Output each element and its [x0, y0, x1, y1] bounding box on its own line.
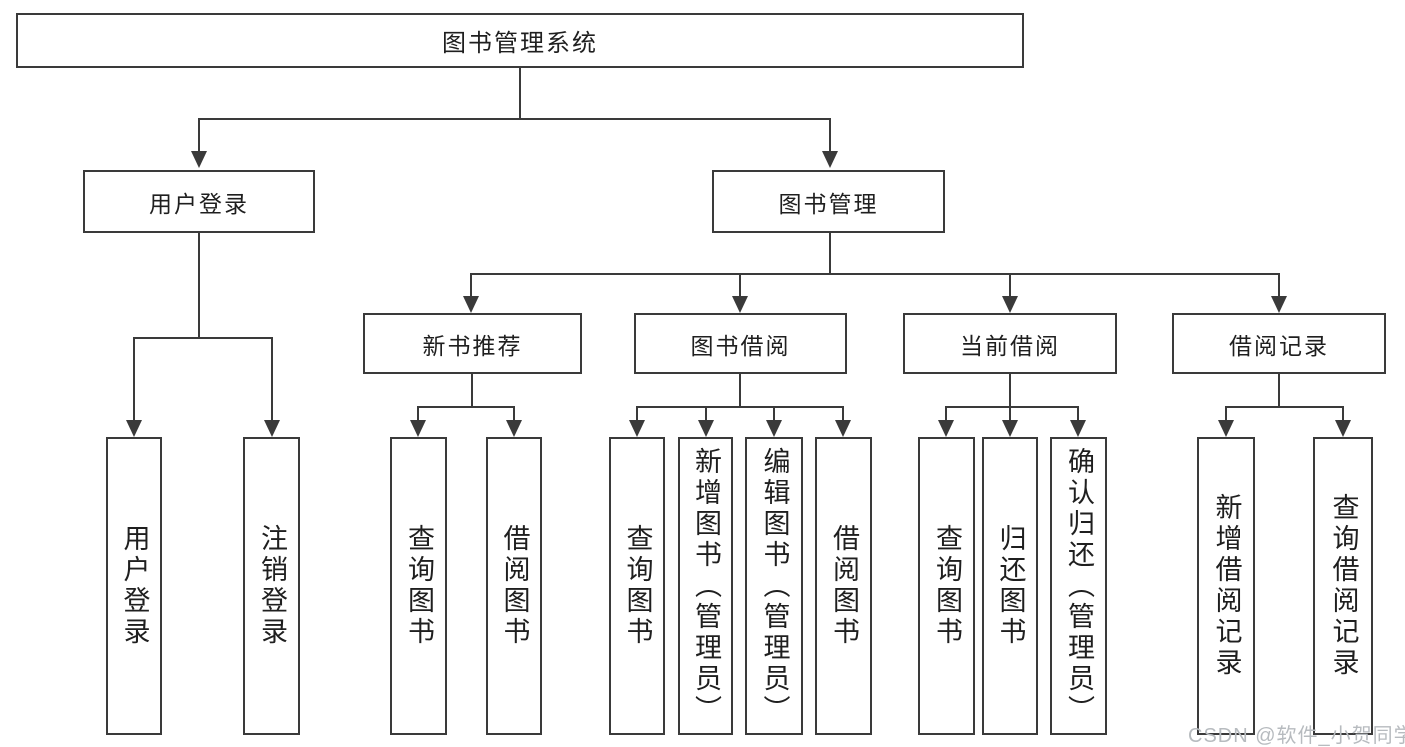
- connector-g4-stub: [1009, 374, 1011, 406]
- arrowhead-g3-4: [835, 420, 851, 437]
- connector-g3-drop3: [773, 406, 775, 421]
- arrowhead-g5-1: [1218, 420, 1234, 437]
- csdn-watermark: CSDN @软件_小贺同学: [1188, 725, 1405, 747]
- connector-g5-stub: [1278, 374, 1280, 406]
- arrowhead-g2-1: [410, 420, 426, 437]
- connector-drop-borrow-records: [1278, 273, 1280, 297]
- leaf-borrow-books-borrow: 借阅图书: [815, 437, 872, 735]
- leaf-add-book-admin: 新增图书（管理员）: [678, 437, 733, 735]
- leaf-logout: 注销登录: [243, 437, 300, 735]
- arrowhead-g4-2: [1002, 420, 1018, 437]
- connector-g2-branch: [417, 406, 515, 408]
- connector-drop-book-mgmt: [829, 118, 831, 152]
- connector-drop-current-borrow: [1009, 273, 1011, 297]
- connector-drop-book-borrow: [739, 273, 741, 297]
- leaf-query-books-current: 查询图书: [918, 437, 975, 735]
- connector-g5-branch: [1225, 406, 1344, 408]
- connector-user-login-branch: [133, 337, 273, 339]
- connector-g5-drop2: [1342, 406, 1344, 421]
- connector-drop-new-book: [470, 273, 472, 297]
- connector-drop-leaf-logout: [271, 337, 273, 421]
- connector-user-login-stub: [198, 233, 200, 337]
- arrowhead-g2-2: [506, 420, 522, 437]
- connector-book-mgmt-stub: [829, 233, 831, 273]
- arrowhead-leaf-logout: [264, 420, 280, 437]
- arrowhead-book-borrow: [732, 296, 748, 313]
- connector-drop-user-login: [198, 118, 200, 152]
- connector-g4-branch: [945, 406, 1079, 408]
- arrowhead-new-book: [463, 296, 479, 313]
- leaf-query-borrow-record: 查询借阅记录: [1313, 437, 1373, 735]
- arrowhead-g4-3: [1070, 420, 1086, 437]
- node-book-management: 图书管理: [712, 170, 945, 233]
- node-new-book-recommend: 新书推荐: [363, 313, 582, 374]
- connector-g4-drop3: [1077, 406, 1079, 421]
- node-current-borrow: 当前借阅: [903, 313, 1117, 374]
- connector-g3-drop1: [636, 406, 638, 421]
- connector-g3-branch: [636, 406, 844, 408]
- leaf-edit-book-admin: 编辑图书（管理员）: [745, 437, 803, 735]
- leaf-return-book: 归还图书: [982, 437, 1038, 735]
- connector-g2-drop1: [417, 406, 419, 421]
- leaf-confirm-return-admin: 确认归还（管理员）: [1050, 437, 1107, 735]
- connector-g3-drop4: [842, 406, 844, 421]
- connector-g3-drop2: [705, 406, 707, 421]
- arrowhead-current-borrow: [1002, 296, 1018, 313]
- connector-drop-leaf-user-login: [133, 337, 135, 421]
- connector-g4-drop2: [1009, 406, 1011, 421]
- connector-g3-stub: [739, 374, 741, 406]
- node-book-borrow: 图书借阅: [634, 313, 847, 374]
- arrowhead-book-mgmt: [822, 151, 838, 168]
- node-borrow-records: 借阅记录: [1172, 313, 1386, 374]
- arrowhead-g5-2: [1335, 420, 1351, 437]
- leaf-borrow-books-recommend: 借阅图书: [486, 437, 542, 735]
- arrowhead-g3-1: [629, 420, 645, 437]
- arrowhead-g4-1: [938, 420, 954, 437]
- connector-level2-branch: [198, 118, 831, 120]
- node-root: 图书管理系统: [16, 13, 1024, 68]
- leaf-query-books-recommend: 查询图书: [390, 437, 447, 735]
- leaf-query-books-borrow: 查询图书: [609, 437, 665, 735]
- connector-g2-drop2: [513, 406, 515, 421]
- connector-level3-branch: [470, 273, 1280, 275]
- connector-g2-stub: [471, 374, 473, 406]
- node-user-login-group: 用户登录: [83, 170, 315, 233]
- leaf-add-borrow-record: 新增借阅记录: [1197, 437, 1255, 735]
- connector-g5-drop1: [1225, 406, 1227, 421]
- arrowhead-leaf-user-login: [126, 420, 142, 437]
- arrowhead-g3-2: [698, 420, 714, 437]
- leaf-user-login: 用户登录: [106, 437, 162, 735]
- connector-g4-drop1: [945, 406, 947, 421]
- arrowhead-user-login: [191, 151, 207, 168]
- connector-root-stub: [519, 68, 521, 118]
- arrowhead-g3-3: [766, 420, 782, 437]
- arrowhead-borrow-records: [1271, 296, 1287, 313]
